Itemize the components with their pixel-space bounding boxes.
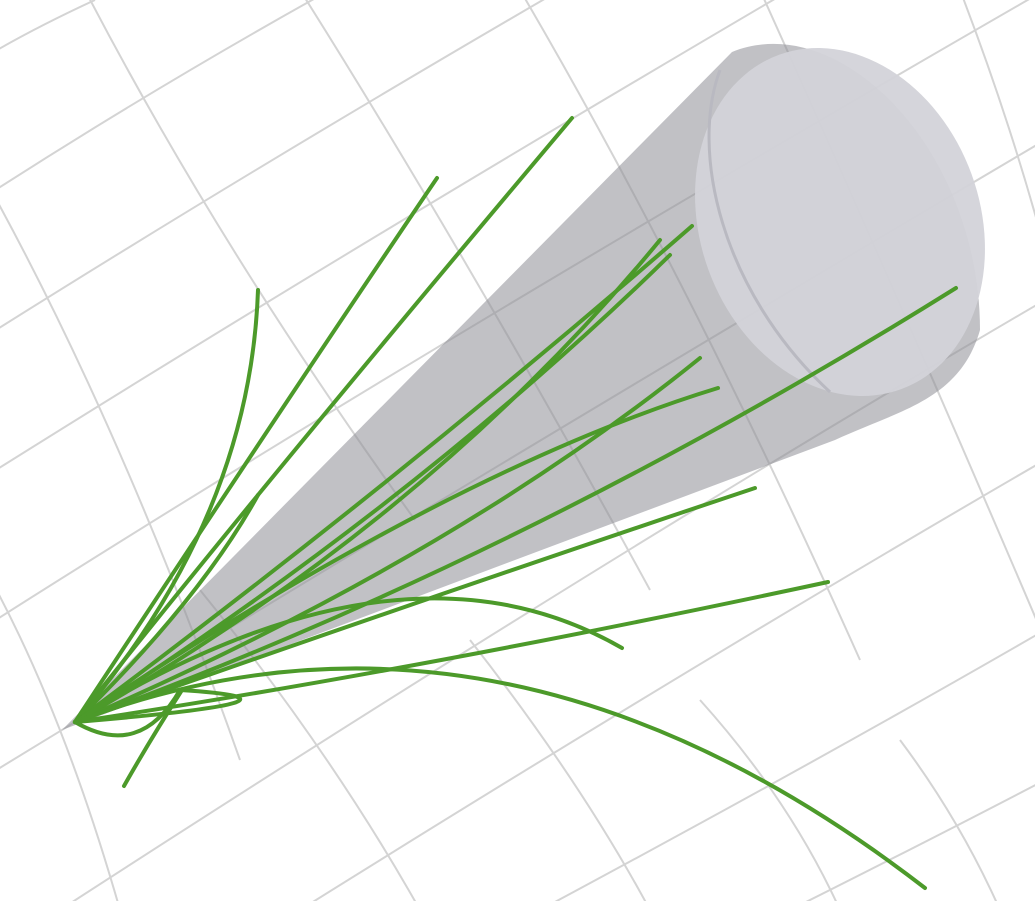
fiber-bundle xyxy=(73,116,958,890)
grid-line xyxy=(0,594,119,901)
grid-line xyxy=(554,634,1035,901)
fiber-strand xyxy=(73,666,927,890)
fiber-strand xyxy=(73,486,757,724)
fiber-strand xyxy=(73,286,958,724)
fiber-strand xyxy=(73,580,830,724)
grid-line xyxy=(0,0,775,469)
grid-line xyxy=(805,784,1035,901)
fiber-strand xyxy=(73,596,624,724)
fiber-strand xyxy=(73,688,243,724)
grid-line xyxy=(0,0,545,329)
grid-line xyxy=(312,464,1035,901)
grid-line xyxy=(0,0,96,50)
fiber-strand xyxy=(73,288,260,724)
fiber-strand xyxy=(73,238,662,724)
fiber-strand xyxy=(73,176,439,724)
cone-end-cap xyxy=(695,48,985,396)
fiber-strand xyxy=(73,356,702,724)
fiber-strand xyxy=(122,688,184,788)
fiber-strand xyxy=(73,493,260,724)
grid-line xyxy=(962,0,1035,218)
fiber-strand xyxy=(73,386,720,724)
grid-line xyxy=(899,739,998,901)
grid-line xyxy=(0,0,315,189)
grid-line xyxy=(699,699,837,901)
grid-line xyxy=(469,639,647,901)
cone-rim-shading xyxy=(707,69,832,394)
